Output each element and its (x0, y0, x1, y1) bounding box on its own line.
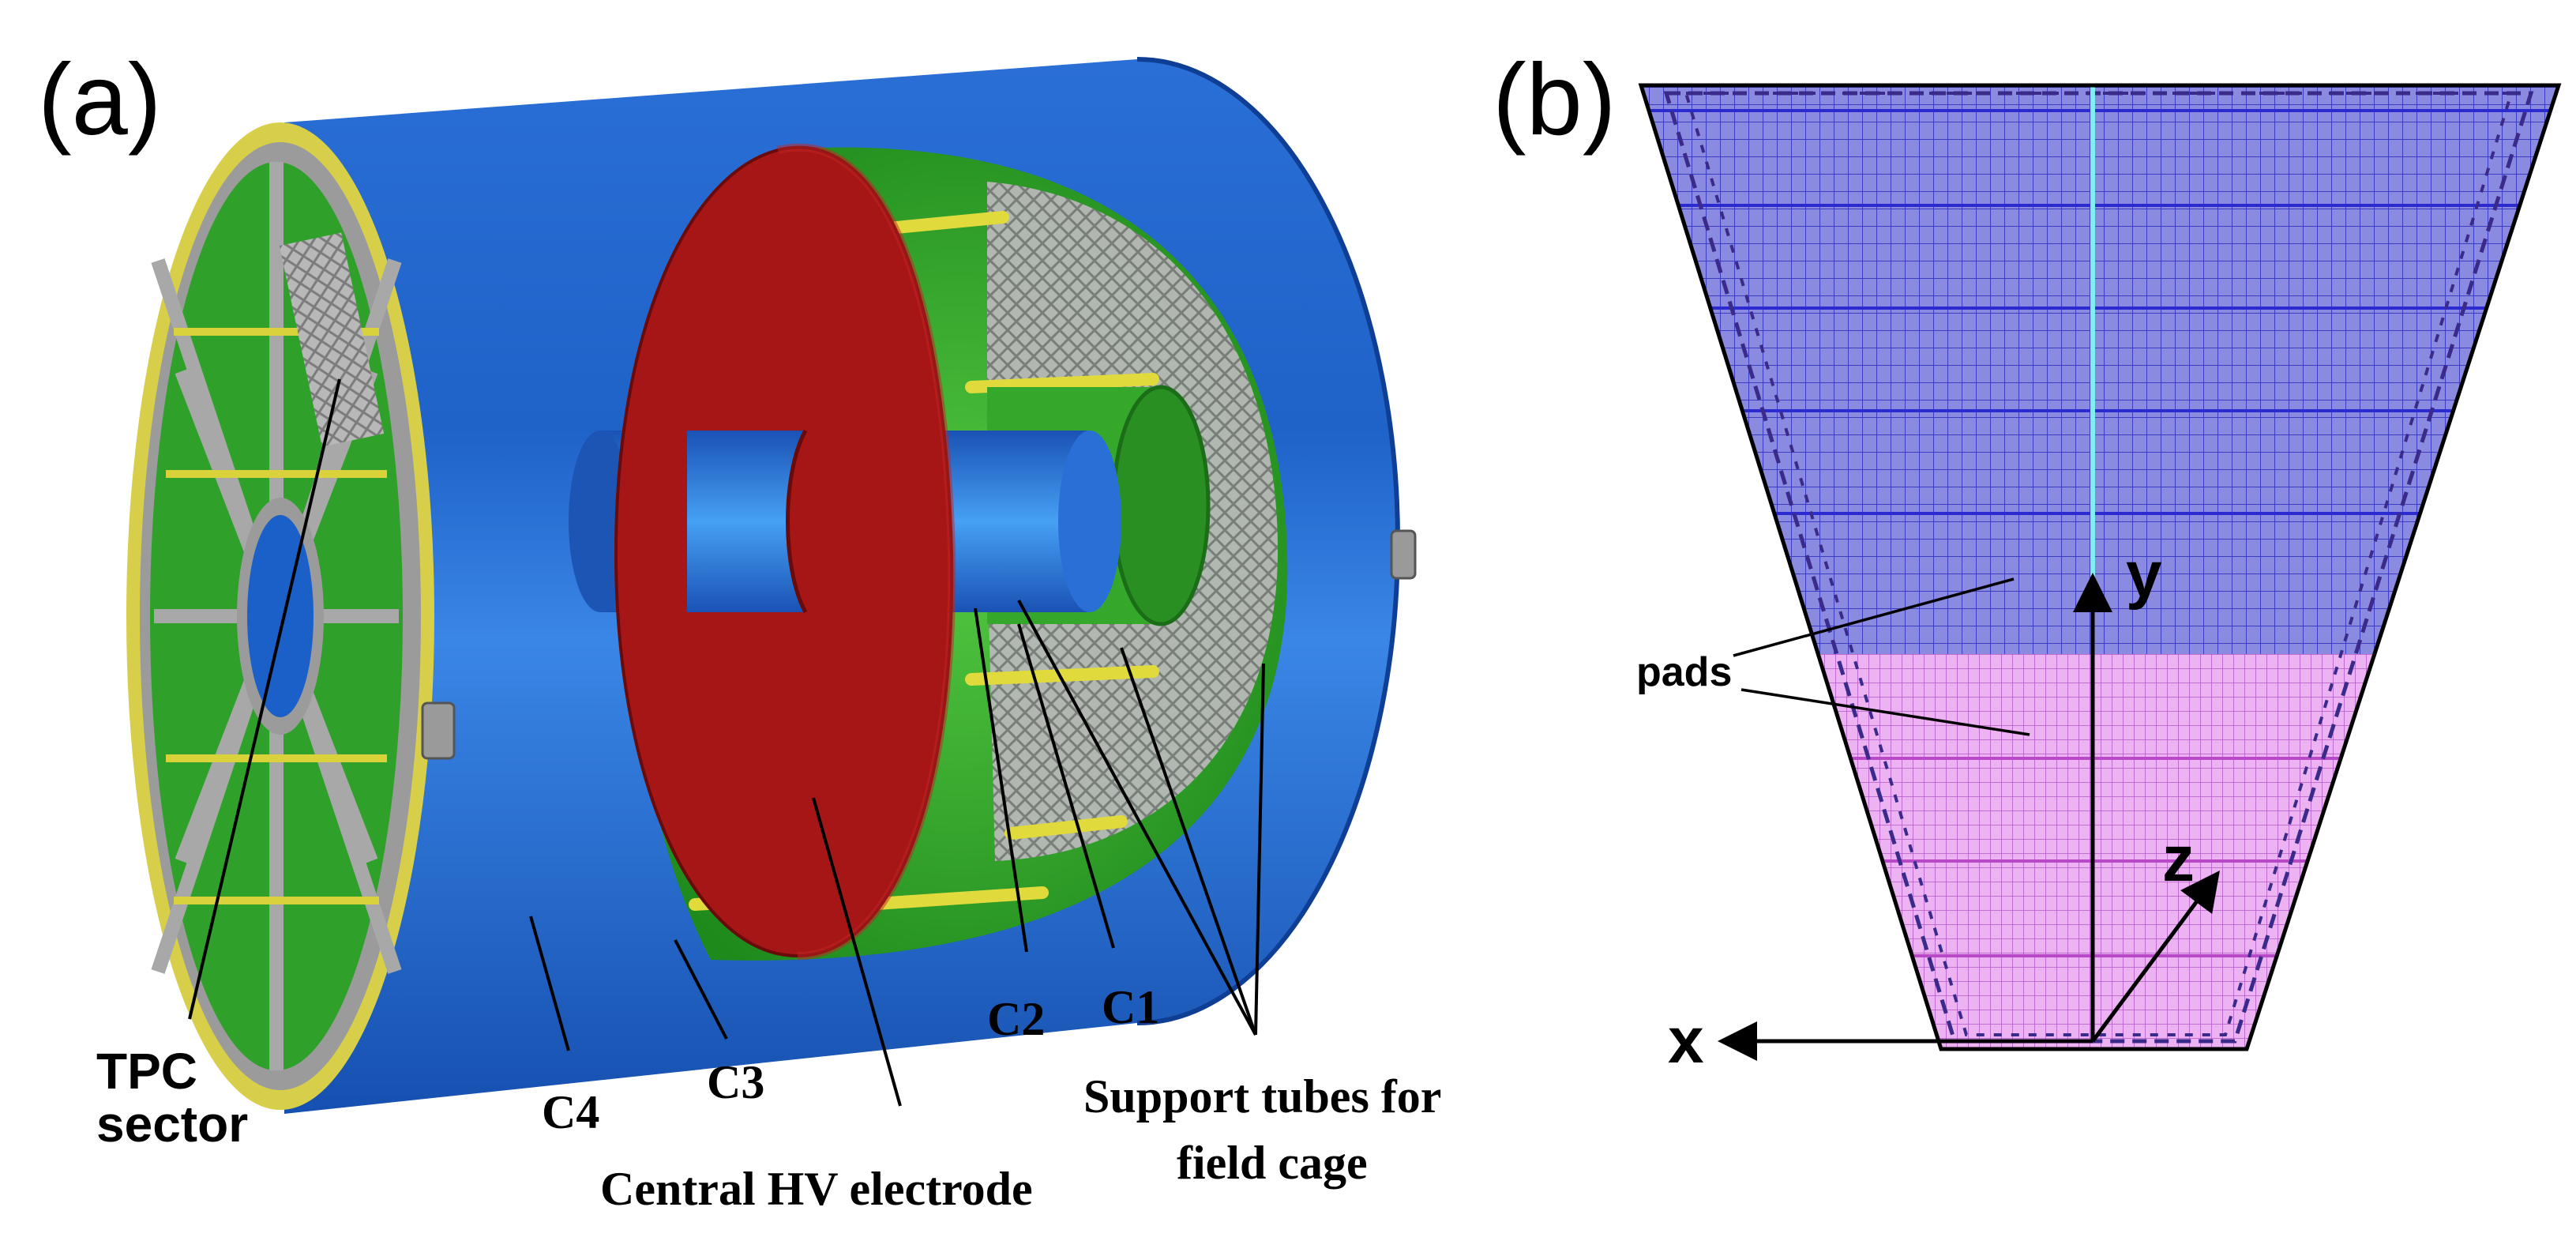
label-support-tubes-line1: Support tubes for (1083, 1070, 1441, 1123)
label-c1: C1 (1102, 981, 1159, 1033)
axis-y-label: y (2126, 539, 2162, 611)
label-c4: C4 (542, 1086, 599, 1138)
pads-label: pads (1636, 649, 1732, 695)
axis-z-label: z (2162, 823, 2195, 895)
tpc-sector-label-line1: TPC (96, 1043, 197, 1100)
panel-b: (b) (1493, 43, 2562, 1077)
label-c2: C2 (987, 993, 1045, 1045)
pads-pointers (1733, 577, 2030, 736)
tpc-sector-label-line2: sector (96, 1096, 248, 1153)
panel-a: (a) (38, 43, 1441, 1215)
end-plate (126, 122, 456, 1110)
leader-lines (188, 378, 1265, 1107)
coordinate-axes (1718, 573, 2220, 1061)
panel-a-tag: (a) (38, 43, 161, 156)
axis-x-label: x (1668, 1005, 1704, 1077)
hv-electrode (614, 143, 956, 960)
inner-pad-region (1641, 654, 2559, 1049)
label-support-tubes-line2: field cage (1177, 1137, 1368, 1189)
label-c3: C3 (707, 1056, 764, 1108)
panel-b-tag: (b) (1493, 43, 1616, 156)
axis-z-arrow (2090, 870, 2220, 1043)
tpc-sector-trapezoid (1638, 83, 2562, 1051)
label-central-hv-electrode: Central HV electrode (600, 1163, 1033, 1215)
